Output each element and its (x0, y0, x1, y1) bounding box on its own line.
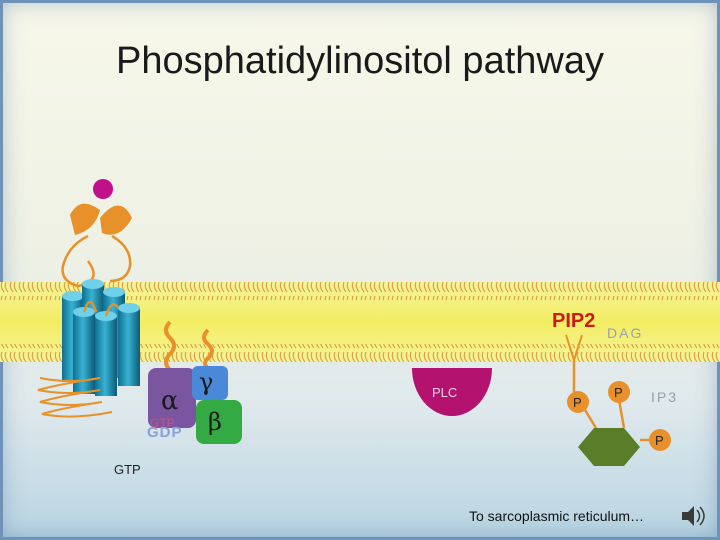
phosphate-2-label: P (614, 385, 623, 400)
plc-label: PLC (432, 385, 458, 400)
gamma-subunit (192, 366, 228, 400)
inositol-ring (578, 428, 640, 466)
ligand-dot (93, 179, 113, 199)
receptor-7tm (62, 279, 140, 396)
plc-enzyme (412, 368, 492, 416)
phosphate-1-label: P (573, 395, 582, 410)
pip2-label: PIP2 (552, 310, 596, 332)
alpha-label: α (161, 386, 179, 416)
membrane-outer-heads (0, 282, 720, 300)
phosphate-2 (608, 381, 630, 403)
gamma-label: γ (199, 368, 214, 396)
phosphate-1 (567, 391, 589, 413)
receptor-c-terminal-coil (37, 377, 113, 418)
slide-title: Phosphatidylinositol pathway (116, 40, 604, 82)
dag-label: DAG (607, 325, 644, 341)
gdp-label: GDP (147, 424, 183, 441)
beta-label: β (208, 408, 222, 436)
speaker-icon[interactable] (682, 506, 705, 526)
alpha-subunit (148, 368, 196, 428)
ip3-label: IP3 (651, 389, 679, 405)
gtp-bound-label: GTP (150, 416, 175, 430)
gtp-free-label: GTP (114, 462, 141, 477)
receptor-binding-domain (61, 203, 132, 288)
sarcoplasmic-note: To sarcoplasmic reticulum… (469, 508, 645, 524)
pip2-structure (565, 334, 671, 466)
gamma-lipid-anchor (202, 328, 214, 370)
phosphate-3 (649, 429, 671, 451)
phosphate-3-label: P (655, 433, 664, 448)
alpha-lipid-anchor (164, 320, 176, 372)
beta-subunit (196, 400, 242, 444)
membrane-inner-heads (0, 344, 720, 362)
